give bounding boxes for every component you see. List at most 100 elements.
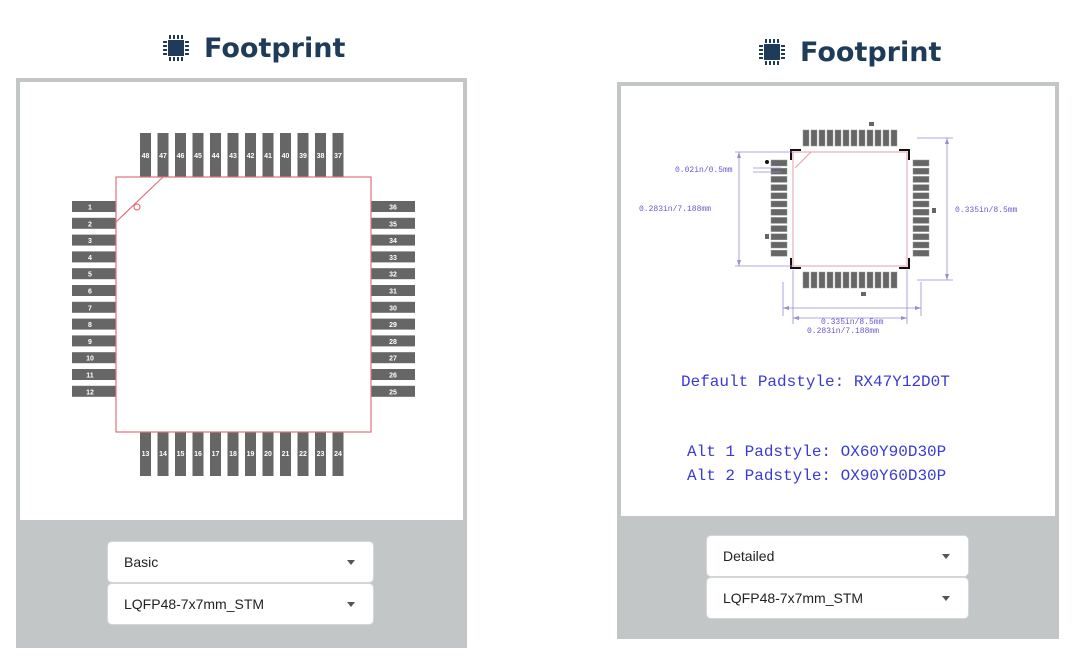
body-length-dimension-label: 0.283in/7.188mm — [807, 327, 879, 336]
pin-label: 24 — [334, 451, 342, 458]
dimension-arrows — [737, 138, 949, 320]
pad-pin-19: 19 — [245, 432, 256, 476]
pin1-chamfer — [794, 151, 812, 169]
pad-pin-35: 35 — [371, 217, 415, 229]
caret-down-icon — [942, 596, 950, 601]
pad — [770, 241, 788, 249]
pad-pin-15: 15 — [175, 432, 186, 476]
right-footprint-panel: 0.02in/0.5mm 0.283in/7.188mm 0.335in/8.5… — [617, 82, 1059, 639]
pad-pin-9: 9 — [72, 335, 116, 347]
pin-label: 46 — [177, 153, 185, 160]
pad — [912, 233, 930, 241]
pin-label: 11 — [86, 373, 94, 380]
view-mode-select[interactable]: Basic — [108, 542, 373, 582]
pad-pin-42: 42 — [245, 133, 256, 177]
pin-label: 38 — [317, 153, 325, 160]
left-footprint-header: Footprint — [160, 32, 345, 64]
pad-pin-12: 12 — [72, 385, 116, 397]
pad-pin-3: 3 — [72, 234, 116, 246]
pad — [834, 129, 842, 147]
overall-length-dimension-label: 0.335in/8.5mm — [821, 318, 884, 327]
pad — [912, 176, 930, 183]
footprint-select[interactable]: LQFP48-7x7mm_STM — [707, 578, 968, 618]
pad — [866, 271, 874, 289]
pad — [874, 129, 882, 147]
pad — [858, 271, 866, 289]
pad — [770, 208, 788, 216]
pad-pin-39: 39 — [297, 133, 309, 177]
pin-label: 3 — [88, 238, 92, 245]
pin-label: 37 — [334, 153, 342, 160]
pin-label: 33 — [389, 255, 397, 262]
pad-pin-48: 48 — [140, 133, 151, 177]
pad — [882, 129, 890, 147]
pin-label: 5 — [88, 272, 92, 279]
pin-label: 2 — [88, 221, 92, 228]
pad — [770, 167, 788, 175]
footprint-drawing-detailed: 0.02in/0.5mm 0.283in/7.188mm 0.335in/8.5… — [639, 122, 1018, 485]
pad-pin-14: 14 — [157, 432, 169, 476]
pad-pin-23: 23 — [315, 432, 326, 476]
pad-pin-16: 16 — [192, 432, 204, 476]
pin-label: 18 — [229, 451, 237, 458]
pin-label: 44 — [212, 153, 220, 160]
pad — [912, 167, 930, 175]
chip-icon — [759, 39, 785, 65]
pad — [770, 217, 788, 224]
pad-pin-22: 22 — [297, 432, 309, 476]
pin-label: 26 — [389, 373, 397, 380]
pad-pin-45: 45 — [192, 133, 204, 177]
right-footprint-header: Footprint — [756, 36, 941, 68]
pad — [874, 271, 882, 289]
pin-label: 21 — [282, 451, 290, 458]
pin-label: 4 — [88, 255, 92, 262]
pad — [810, 271, 818, 289]
pad-pin-47: 47 — [157, 133, 169, 177]
view-mode-value: Detailed — [723, 548, 775, 564]
pin-label: 16 — [194, 451, 202, 458]
pin-label: 31 — [389, 289, 397, 296]
pad — [912, 241, 930, 249]
pin1-chamfer — [115, 176, 164, 223]
pin-label: 14 — [159, 451, 167, 458]
pad-pin-20: 20 — [262, 432, 274, 476]
pin-label: 27 — [389, 356, 397, 363]
pin1-marker — [133, 203, 141, 211]
fiducial-mark — [861, 292, 866, 296]
pad — [842, 129, 850, 147]
pad-pin-4: 4 — [72, 251, 116, 263]
default-padstyle-label: Default Padstyle: RX47Y12D0T — [681, 373, 950, 391]
fiducial-mark — [869, 122, 874, 126]
pad — [802, 271, 810, 289]
pad — [818, 271, 826, 289]
pin-label: 23 — [317, 451, 325, 458]
view-mode-select[interactable]: Detailed — [707, 536, 968, 576]
pad-pin-26: 26 — [371, 369, 415, 380]
pad — [770, 176, 788, 183]
pad-pin-28: 28 — [371, 335, 415, 347]
pin-label: 30 — [389, 305, 397, 312]
pad-pin-34: 34 — [371, 234, 415, 246]
pad-pin-37: 37 — [332, 133, 344, 177]
pin-label: 45 — [194, 153, 202, 160]
footprint-select[interactable]: LQFP48-7x7mm_STM — [108, 584, 373, 624]
footprint-canvas: 0.02in/0.5mm 0.283in/7.188mm 0.335in/8.5… — [621, 86, 1055, 516]
pin-label: 1 — [88, 205, 92, 212]
pad-pin-38: 38 — [315, 133, 326, 177]
pin-label: 42 — [247, 153, 255, 160]
pin-label: 9 — [88, 339, 92, 346]
fiducial-mark — [932, 208, 936, 213]
pad — [912, 200, 930, 208]
pad — [858, 129, 866, 147]
pin-label: 29 — [389, 322, 397, 329]
pad — [912, 249, 930, 257]
silkscreen-corners — [790, 149, 910, 269]
pin1-dot — [765, 160, 769, 164]
pin-label: 43 — [229, 153, 237, 160]
pad — [912, 217, 930, 224]
pad — [834, 271, 842, 289]
pin-label: 32 — [389, 272, 397, 279]
pin-label: 7 — [88, 305, 92, 312]
pad-pin-1: 1 — [72, 201, 116, 212]
